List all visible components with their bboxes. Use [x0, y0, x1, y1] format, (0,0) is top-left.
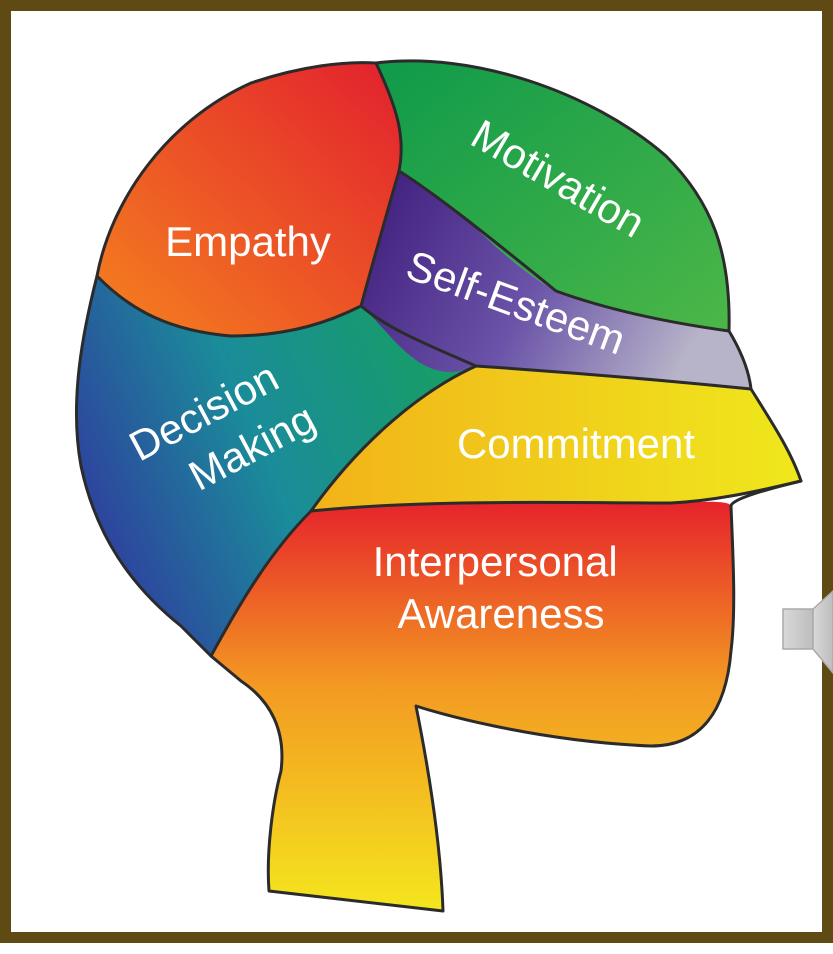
speaker-icon[interactable]	[782, 590, 833, 674]
label-interpersonal-awareness: Interpersonal Awareness	[373, 538, 630, 637]
label-interpersonal: Interpersonal	[373, 538, 618, 585]
head-diagram: Empathy Motivation Self-Esteem Decision …	[74, 59, 833, 913]
label-commitment: Commitment	[457, 420, 695, 467]
divider-lines	[95, 61, 803, 658]
label-empathy: Empathy	[165, 218, 331, 265]
region-motivation	[376, 60, 730, 332]
label-awareness: Awareness	[397, 590, 604, 637]
region-empathy	[97, 62, 402, 336]
head-outline	[74, 59, 803, 913]
region-commitment	[311, 366, 801, 511]
region-interpersonal-awareness	[211, 501, 734, 911]
region-decision-making	[76, 276, 476, 656]
region-self-esteem	[361, 171, 751, 389]
